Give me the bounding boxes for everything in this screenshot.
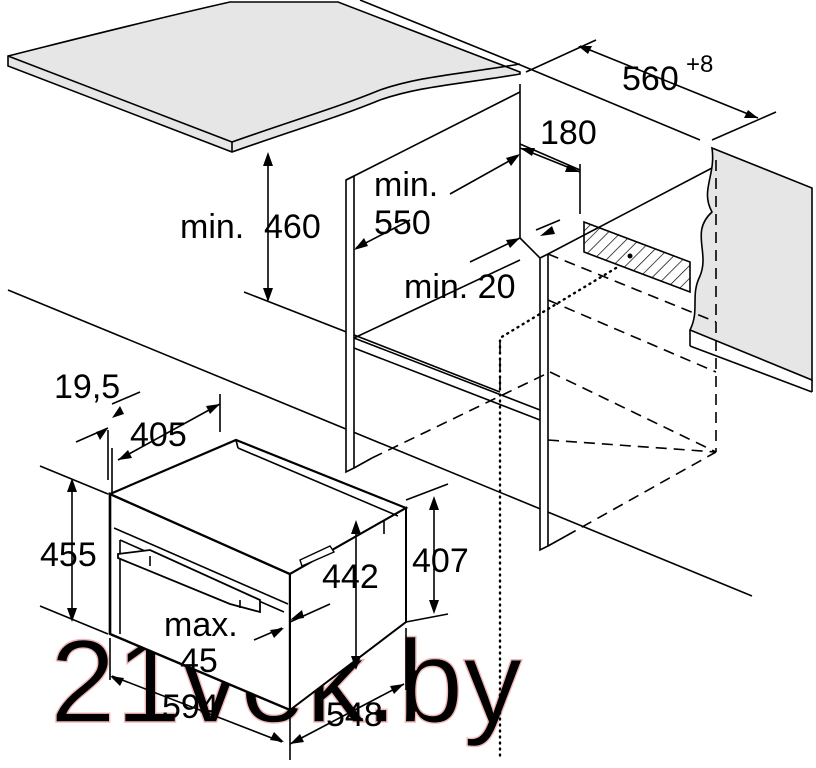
label-appliance-width: 594 (162, 688, 219, 726)
label-rear-height: 407 (412, 542, 469, 580)
dimension-560 (525, 39, 777, 141)
dimension-594 (109, 638, 291, 760)
label-cabinet-width: 560 (622, 60, 679, 98)
label-min-depth-prefix: min. (374, 166, 438, 204)
dimension-455 (39, 465, 109, 635)
dimension-max-45 (253, 603, 331, 641)
label-top-depth: 405 (130, 416, 187, 454)
label-min-depth-value: 550 (374, 204, 431, 242)
countertop-right (688, 146, 813, 452)
label-handle-max-prefix: max. (164, 606, 238, 644)
label-min-height-value: 460 (264, 208, 321, 246)
label-handle-max-value: 45 (180, 642, 218, 680)
label-min-gap: min. 20 (404, 268, 516, 306)
dimension-19-5 (75, 391, 141, 494)
wall-guide-lines (7, 0, 753, 597)
cabinet-right-panel (519, 167, 713, 552)
niche-dashed-outline (371, 253, 717, 537)
countertop-left (7, 1, 521, 153)
appliance-oven (107, 438, 409, 713)
label-vent-opening: 180 (540, 114, 597, 152)
dimension-180 (519, 147, 581, 173)
cabinet-left-panel (345, 84, 521, 474)
dimension-407 (405, 483, 449, 623)
dimension-min-550 (354, 154, 520, 250)
label-appliance-height: 455 (40, 536, 97, 574)
label-door-offset: 19,5 (54, 368, 120, 406)
dimension-min-20 (469, 219, 561, 263)
dimension-548 (289, 628, 407, 745)
label-inner-height: 442 (322, 558, 379, 596)
label-appliance-depth: 548 (326, 696, 383, 734)
dimension-442 (351, 520, 361, 670)
dimension-405 (117, 394, 221, 461)
label-cabinet-width-tolerance: +8 (686, 51, 713, 78)
label-min-height-prefix: min. (180, 208, 244, 246)
dimension-min-460 (263, 152, 273, 302)
cabinet-shelf (353, 259, 541, 421)
